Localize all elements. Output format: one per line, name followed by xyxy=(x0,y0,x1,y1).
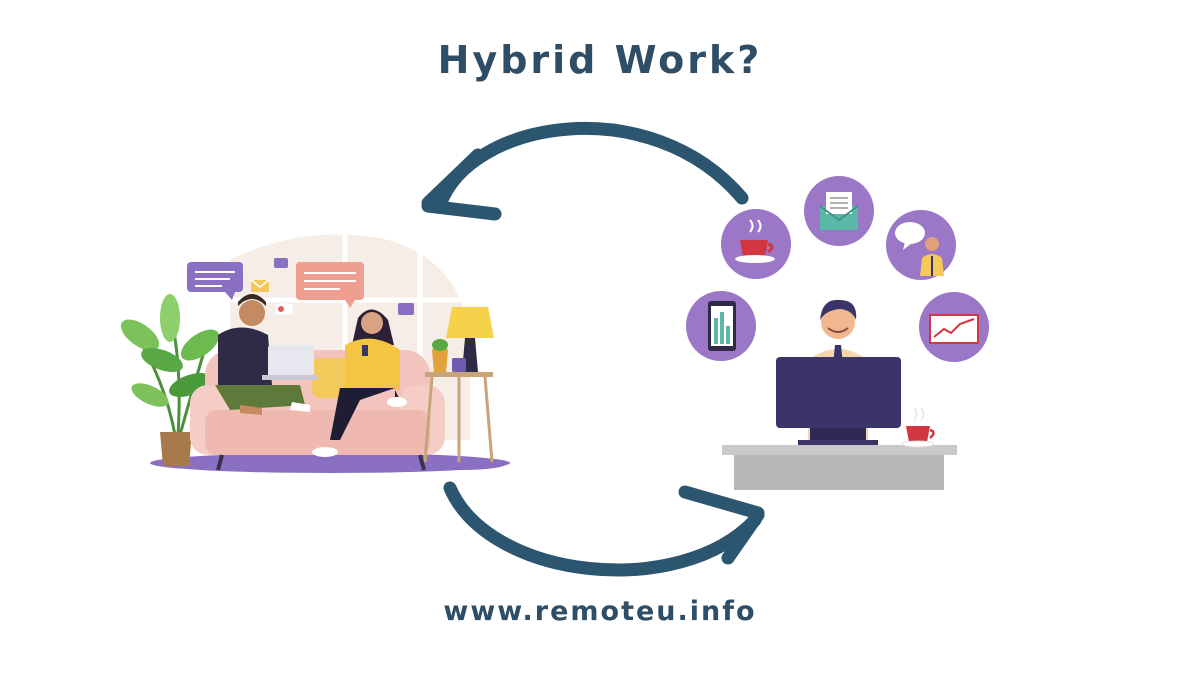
chat-person-icon xyxy=(886,210,956,280)
bottom-arrow xyxy=(443,481,765,577)
home-scene xyxy=(120,232,510,473)
office-desk xyxy=(722,445,957,490)
coffee-cup-icon xyxy=(901,407,935,448)
chat-bubble-icon xyxy=(187,262,243,292)
man-with-laptop xyxy=(215,294,318,415)
chat-bubbles xyxy=(187,258,414,316)
woman-with-phone xyxy=(312,309,407,457)
mail-icon xyxy=(804,176,874,246)
side-table-lamp xyxy=(423,307,494,463)
line-chart-icon xyxy=(919,292,989,362)
top-arrow xyxy=(421,122,749,221)
website-url: www.remoteu.info xyxy=(443,596,757,627)
coffee-cup-icon xyxy=(721,209,791,279)
heart-icon xyxy=(278,306,284,312)
page-title: Hybrid Work? xyxy=(437,38,763,82)
computer-monitor xyxy=(776,357,901,446)
office-scene xyxy=(686,176,989,490)
plant-icon xyxy=(120,294,220,466)
phone-chart-icon xyxy=(686,291,756,361)
